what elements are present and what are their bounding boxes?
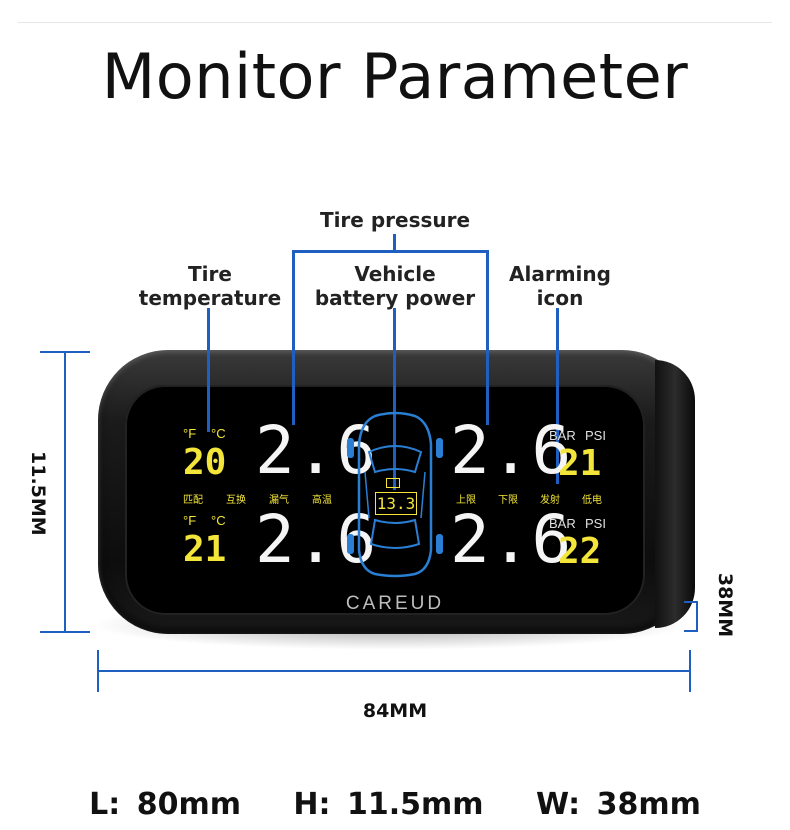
callout-tire-temperature-line1: Tire (188, 262, 232, 286)
callout-alarm-line1: Alarming (509, 262, 611, 286)
depth-dim-top-tick (684, 601, 698, 603)
pressure-unit-bar-top: BAR (549, 428, 576, 443)
pressure-unit-psi-bottom: PSI (585, 516, 606, 531)
callout-tire-temperature-line2: temperature (138, 286, 282, 310)
specs-line: L: 80mm H: 11.5mm W: 38mm (0, 787, 790, 822)
pressure-front-left: 2.6 (255, 412, 378, 489)
temp-unit-c-top: °C (211, 426, 226, 441)
brand-logo: CAREUD (345, 593, 445, 614)
depth-dim-label: 38MM (714, 572, 736, 638)
spec-width: W: 38mm (535, 787, 701, 822)
callout-alarm-line2: icon (536, 286, 584, 310)
car-outline-icon (347, 411, 443, 578)
device-side-edge (655, 360, 695, 628)
width-dim-line (97, 670, 691, 672)
status-low-battery: 低电 (582, 495, 602, 506)
spec-length: L: 80mm (89, 787, 241, 822)
leader-battery (393, 308, 396, 490)
status-transmit: 发射 (540, 495, 560, 506)
callout-tire-temperature: Tire temperature (130, 262, 290, 310)
right-value-top: 21 (558, 443, 602, 484)
status-lower-limit: 下限 (498, 495, 518, 506)
temp-unit-c-bottom: °C (211, 513, 226, 528)
status-high-temp: 高温 (312, 495, 332, 506)
pressure-unit-bar-bottom: BAR (549, 516, 576, 531)
leader-pressure-stem (393, 234, 396, 250)
battery-icon (386, 478, 400, 488)
leader-pressure-right (486, 250, 489, 425)
callout-battery-line1: Vehicle (354, 262, 436, 286)
depth-dim-line (696, 601, 698, 632)
leader-alarm (556, 308, 559, 484)
pressure-front-right: 2.6 (450, 412, 573, 489)
tire-temp-top: 20 (183, 442, 227, 483)
pressure-rear-right: 2.6 (450, 501, 573, 578)
leader-pressure-left (292, 250, 295, 425)
spec-height: H: 11.5mm (293, 787, 484, 822)
callout-alarm: Alarming icon (490, 262, 630, 310)
leader-pressure-bar (292, 250, 489, 253)
pressure-rear-left: 2.6 (255, 501, 378, 578)
temp-unit-f-bottom: °F (183, 513, 197, 528)
height-dim-line (64, 351, 66, 633)
top-divider (18, 22, 772, 23)
status-match: 匹配 (183, 495, 203, 506)
status-swap: 互换 (226, 495, 246, 506)
status-upper-limit: 上限 (456, 495, 476, 506)
callout-battery-line2: battery power (314, 286, 476, 310)
depth-dim-bottom-tick (684, 630, 698, 632)
leader-temperature (207, 308, 210, 432)
battery-voltage: 13.3 (375, 492, 417, 515)
width-dim-label: 84MM (362, 700, 428, 722)
status-leak: 漏气 (269, 495, 289, 506)
height-dim-label: 11.5MM (27, 451, 49, 536)
callout-tire-pressure: Tire pressure (319, 208, 471, 232)
pressure-unit-psi-top: PSI (585, 428, 606, 443)
right-value-bottom: 22 (558, 531, 602, 572)
callout-battery: Vehicle battery power (300, 262, 490, 310)
tire-temp-bottom: 21 (183, 529, 227, 570)
page-title: Monitor Parameter (101, 40, 689, 113)
temp-unit-f-top: °F (183, 426, 197, 441)
